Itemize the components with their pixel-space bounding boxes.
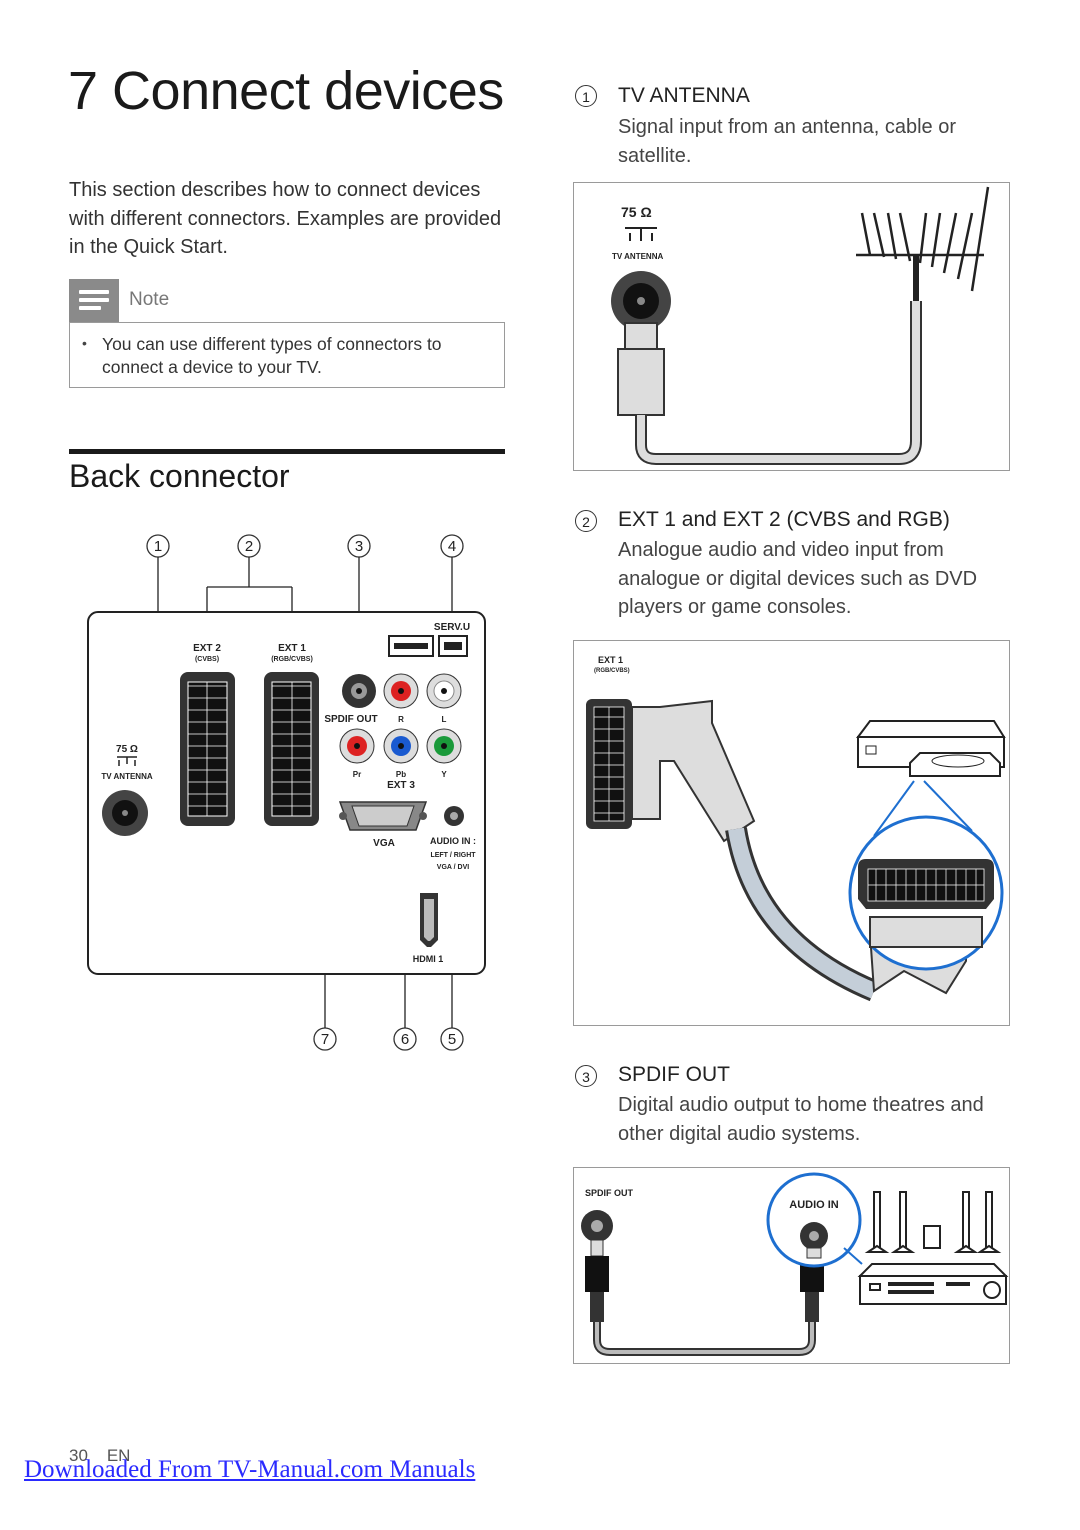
note-label: Note <box>129 289 170 310</box>
item-desc-ext: Analogue audio and video input from anal… <box>618 539 978 618</box>
rca-row-audio <box>342 673 462 709</box>
scart-figure: EXT 1 (RGB/CVBS) <box>573 640 1010 1026</box>
audio-in-jack-icon <box>444 806 464 826</box>
l-label: L <box>442 715 447 724</box>
callout-2: 2 <box>245 538 253 555</box>
vga-dvi-label: VGA / DVI <box>437 864 469 871</box>
left-right-label: LEFT / RIGHT <box>430 852 476 859</box>
vga-label: VGA <box>373 838 395 849</box>
bullet-icon: • <box>82 335 87 351</box>
antenna-figure: 75 Ω TV ANTENNA <box>573 182 1010 471</box>
page-title: 7 Connect devices <box>68 61 504 121</box>
note-box: • You can use different types of connect… <box>69 322 505 388</box>
ohm-label: 75 Ω <box>116 744 138 755</box>
section-rule <box>69 449 505 454</box>
fig2-sub: (RGB/CVBS) <box>594 668 630 674</box>
callout-1: 1 <box>154 538 162 555</box>
ext3-label: EXT 3 <box>387 780 415 791</box>
home-theatre-icon <box>857 1191 1009 1305</box>
scart-ext1-icon <box>264 672 319 826</box>
callout-4: 4 <box>448 538 456 555</box>
antenna-socket-icon <box>102 790 148 836</box>
back-connector-diagram: 1 2 3 4 7 6 5 EXT 2 (CVBS) EXT 1 (RGB/CV… <box>87 534 486 1051</box>
spdif-label: SPDIF OUT <box>324 714 377 725</box>
download-link[interactable]: Downloaded From TV-Manual.com Manuals <box>24 1456 476 1483</box>
ext1-sub: (RGB/CVBS) <box>271 656 313 663</box>
item-title-ext: EXT 1 and EXT 2 (CVBS and RGB) <box>618 508 950 531</box>
r-label: R <box>398 715 404 724</box>
fig1-label: TV ANTENNA <box>612 252 663 261</box>
antenna-icon <box>856 186 990 292</box>
y-label: Y <box>441 770 447 779</box>
hdmi-label: HDMI 1 <box>413 954 444 964</box>
fig1-ohm: 75 Ω <box>621 204 652 220</box>
hdmi-port-icon <box>420 893 438 947</box>
serv-label: SERV.U <box>434 622 470 633</box>
rca-row-component <box>339 728 462 764</box>
item-title-spdif: SPDIF OUT <box>618 1063 731 1086</box>
page-number: 30 EN <box>69 1446 131 1465</box>
vga-port-icon <box>338 801 428 831</box>
intro-paragraph: This section describes how to connect de… <box>69 179 502 258</box>
fig3-left-label: SPDIF OUT <box>585 1188 634 1198</box>
ext1-label: EXT 1 <box>278 643 306 654</box>
item-desc-tv-antenna: Signal input from an antenna, cable or s… <box>618 116 956 167</box>
language-code: EN <box>106 1446 131 1465</box>
scart-ext2-icon <box>180 672 235 826</box>
audio-in-label: AUDIO IN : <box>430 836 476 846</box>
pr-label: Pr <box>353 770 361 779</box>
fig2-label: EXT 1 <box>598 655 623 665</box>
callout-7: 7 <box>321 1031 329 1048</box>
spdif-figure: SPDIF OUT AUDIO IN <box>573 1167 1010 1364</box>
callout-5: 5 <box>448 1031 456 1048</box>
item-number: 1 <box>575 85 597 107</box>
tv-antenna-label: TV ANTENNA <box>101 772 152 781</box>
item-desc-spdif: Digital audio output to home theatres an… <box>618 1094 984 1145</box>
item-number: 3 <box>575 1065 597 1087</box>
usb-port-icon <box>388 635 468 657</box>
pb-label: Pb <box>396 770 406 779</box>
item-number: 2 <box>575 510 597 532</box>
dvd-player-icon <box>856 720 1006 777</box>
fig3-right-label: AUDIO IN <box>789 1199 839 1211</box>
ext2-label: EXT 2 <box>193 643 221 654</box>
callout-6: 6 <box>401 1031 409 1048</box>
ext2-sub: (CVBS) <box>195 656 219 663</box>
section-title: Back connector <box>69 458 290 494</box>
item-title-tv-antenna: TV ANTENNA <box>618 84 750 107</box>
note-text: You can use different types of connector… <box>102 334 442 377</box>
note-header: Note <box>69 279 505 322</box>
note-icon <box>69 279 119 322</box>
callout-3: 3 <box>355 538 363 555</box>
